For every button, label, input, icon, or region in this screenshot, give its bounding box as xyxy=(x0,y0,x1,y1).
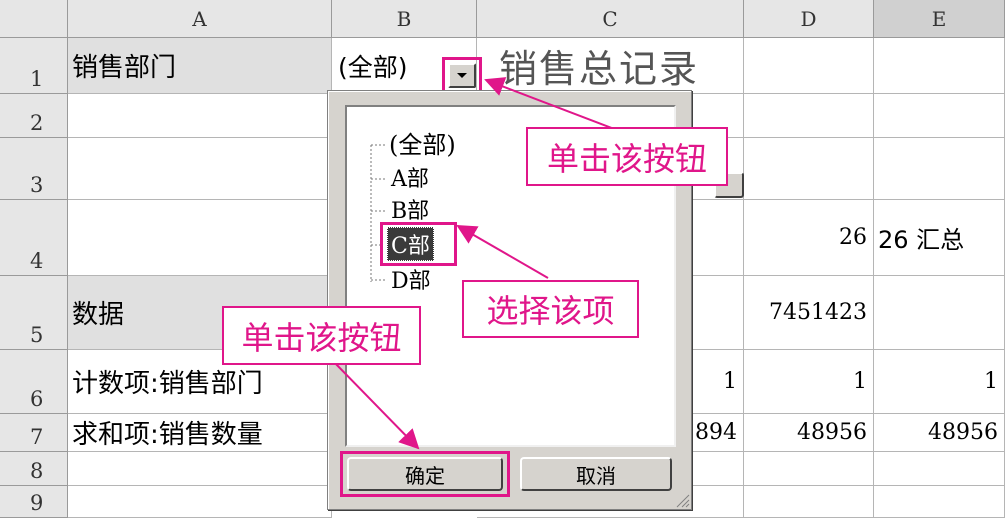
cell-d5[interactable]: 7451423 xyxy=(744,276,874,350)
cell-d3[interactable] xyxy=(744,138,874,200)
cell-e7[interactable]: 48956 xyxy=(874,414,1005,452)
filter-item-d[interactable]: D部 xyxy=(391,269,431,294)
cell-a1-text: 销售部门 xyxy=(72,53,177,83)
column-header-d[interactable]: D xyxy=(744,0,874,38)
cell-a5-text: 数据 xyxy=(72,300,125,330)
cell-e8[interactable] xyxy=(874,452,1005,486)
cell-b1-text: (全部) xyxy=(338,53,408,82)
cell-e7-text: 48956 xyxy=(928,420,998,445)
callout-click-dropdown: 单击该按钮 xyxy=(526,127,728,186)
ok-button-highlight xyxy=(340,451,510,497)
page-filter-dropdown-button[interactable] xyxy=(448,63,476,88)
column-header-b[interactable]: B xyxy=(332,0,477,38)
filter-item-all[interactable]: (全部) xyxy=(389,131,456,159)
row-header-9[interactable]: 9 xyxy=(0,486,68,518)
cell-c1[interactable]: 销售总记录 xyxy=(477,38,744,94)
cell-e4-text: 26 汇总 xyxy=(878,226,965,254)
callout-click-ok: 单击该按钮 xyxy=(222,306,421,365)
cell-e2[interactable] xyxy=(874,94,1005,138)
row-header-7[interactable]: 7 xyxy=(0,414,68,452)
row-header-3[interactable]: 3 xyxy=(0,138,68,200)
cell-d8[interactable] xyxy=(744,452,874,486)
cell-d6-text: 1 xyxy=(853,369,867,394)
cell-d7[interactable]: 48956 xyxy=(744,414,874,452)
select-all-corner[interactable] xyxy=(0,0,68,38)
cell-e1[interactable] xyxy=(874,38,1005,94)
cell-d7-text: 48956 xyxy=(797,420,867,445)
cell-c7-text: 894 xyxy=(695,420,737,445)
cell-e6[interactable]: 1 xyxy=(874,350,1005,414)
cell-d4-text: 26 xyxy=(839,225,867,250)
column-header-c[interactable]: C xyxy=(477,0,744,38)
row-header-4[interactable]: 4 xyxy=(0,200,68,276)
cell-c6-text: 1 xyxy=(723,369,737,394)
cell-d5-text: 7451423 xyxy=(769,300,867,325)
cell-a8[interactable] xyxy=(68,452,332,486)
cell-a6-text: 计数项:销售部门 xyxy=(72,369,263,399)
cell-e5[interactable] xyxy=(874,276,1005,350)
cell-a4[interactable] xyxy=(68,200,332,276)
cell-d6[interactable]: 1 xyxy=(744,350,874,414)
cell-a3[interactable] xyxy=(68,138,332,200)
cell-e6-text: 1 xyxy=(984,369,998,394)
selected-item-highlight xyxy=(380,222,457,266)
cell-e9[interactable] xyxy=(874,486,1005,518)
cell-a2[interactable] xyxy=(68,94,332,138)
cell-d2[interactable] xyxy=(744,94,874,138)
cell-e3[interactable] xyxy=(874,138,1005,200)
filter-item-c-selected[interactable]: C部 xyxy=(387,227,434,261)
column-header-e[interactable]: E xyxy=(874,0,1005,38)
column-header-a[interactable]: A xyxy=(68,0,332,38)
filter-item-b[interactable]: B部 xyxy=(391,199,430,224)
row-header-1[interactable]: 1 xyxy=(0,38,68,94)
row-header-6[interactable]: 6 xyxy=(0,350,68,414)
cell-a1[interactable]: 销售部门 xyxy=(68,38,332,94)
cell-d1[interactable] xyxy=(744,38,874,94)
row-header-5[interactable]: 5 xyxy=(0,276,68,350)
cell-a9[interactable] xyxy=(68,486,332,518)
ok-button[interactable]: 确定 xyxy=(347,457,503,491)
cell-e4[interactable]: 26 汇总 xyxy=(874,200,1005,276)
cell-d9[interactable] xyxy=(744,486,874,518)
row-header-8[interactable]: 8 xyxy=(0,452,68,486)
filter-item-a[interactable]: A部 xyxy=(391,167,429,192)
callout-select-item: 选择该项 xyxy=(462,280,639,338)
cell-a7[interactable]: 求和项:销售数量 xyxy=(68,414,332,452)
cell-a7-text: 求和项:销售数量 xyxy=(72,420,263,450)
row-header-2[interactable]: 2 xyxy=(0,94,68,138)
report-title: 销售总记录 xyxy=(499,47,700,91)
chevron-down-icon xyxy=(457,73,467,78)
cancel-button[interactable]: 取消 xyxy=(520,457,672,491)
resize-grip-icon[interactable] xyxy=(674,492,690,508)
cell-d4[interactable]: 26 xyxy=(744,200,874,276)
